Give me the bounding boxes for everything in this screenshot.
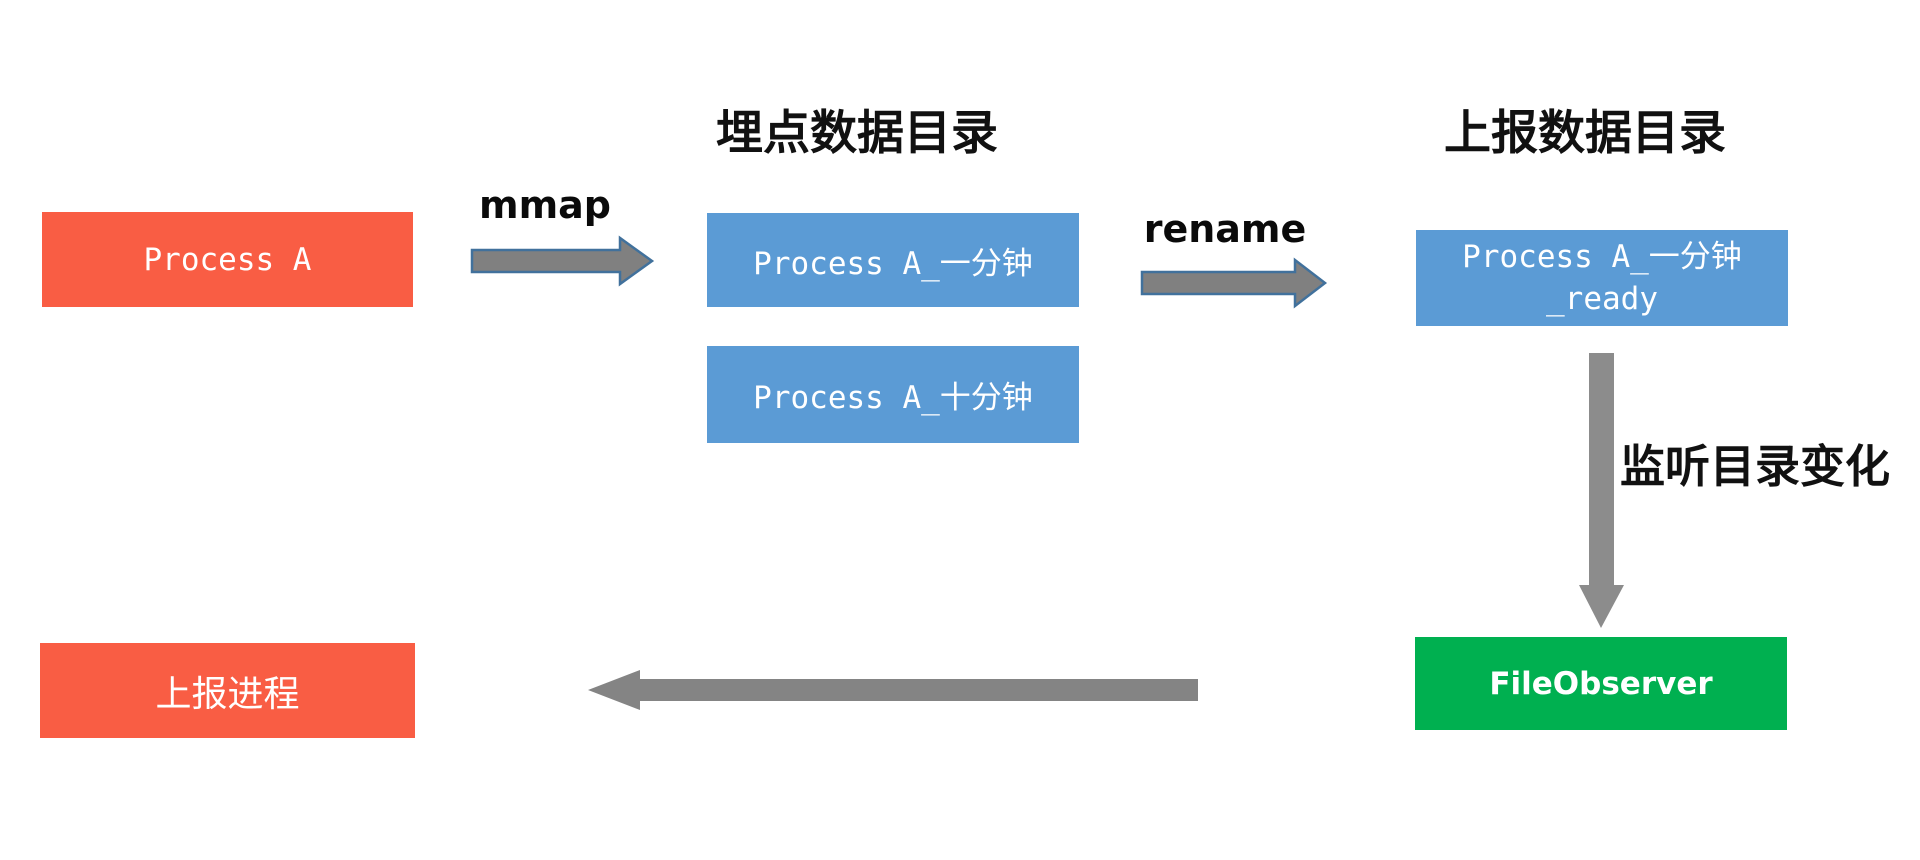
one-minute-file-box: Process A_一分钟 xyxy=(707,213,1079,307)
watch-directory-arrow xyxy=(1579,353,1624,628)
mmap-arrow xyxy=(470,235,655,287)
file-observer-label: FileObserver xyxy=(1489,665,1713,702)
ten-minute-file-label: Process A_十分钟 xyxy=(753,380,1033,416)
ready-file-box: Process A_一分钟 _ready xyxy=(1416,230,1788,326)
ten-minute-file-box: Process A_十分钟 xyxy=(707,346,1079,443)
mmap-label: mmap xyxy=(478,183,612,227)
watch-directory-label: 监听目录变化 xyxy=(1620,440,1891,493)
ready-file-label-line2: _ready xyxy=(1546,281,1658,317)
report-process-box: 上报进程 xyxy=(40,643,415,738)
process-a-label: Process A xyxy=(143,241,312,278)
notify-report-arrow xyxy=(588,670,1198,710)
one-minute-file-label: Process A_一分钟 xyxy=(753,245,1033,282)
process-a-box: Process A xyxy=(42,212,413,307)
rename-label: rename xyxy=(1143,207,1307,251)
report-process-label: 上报进程 xyxy=(155,673,300,715)
rename-arrow xyxy=(1140,257,1328,309)
staging-directory-title: 埋点数据目录 xyxy=(716,106,998,161)
report-directory-title: 上报数据目录 xyxy=(1444,106,1726,161)
file-observer-box: FileObserver xyxy=(1415,637,1787,730)
ready-file-label-line1: Process A_一分钟 xyxy=(1462,239,1742,275)
